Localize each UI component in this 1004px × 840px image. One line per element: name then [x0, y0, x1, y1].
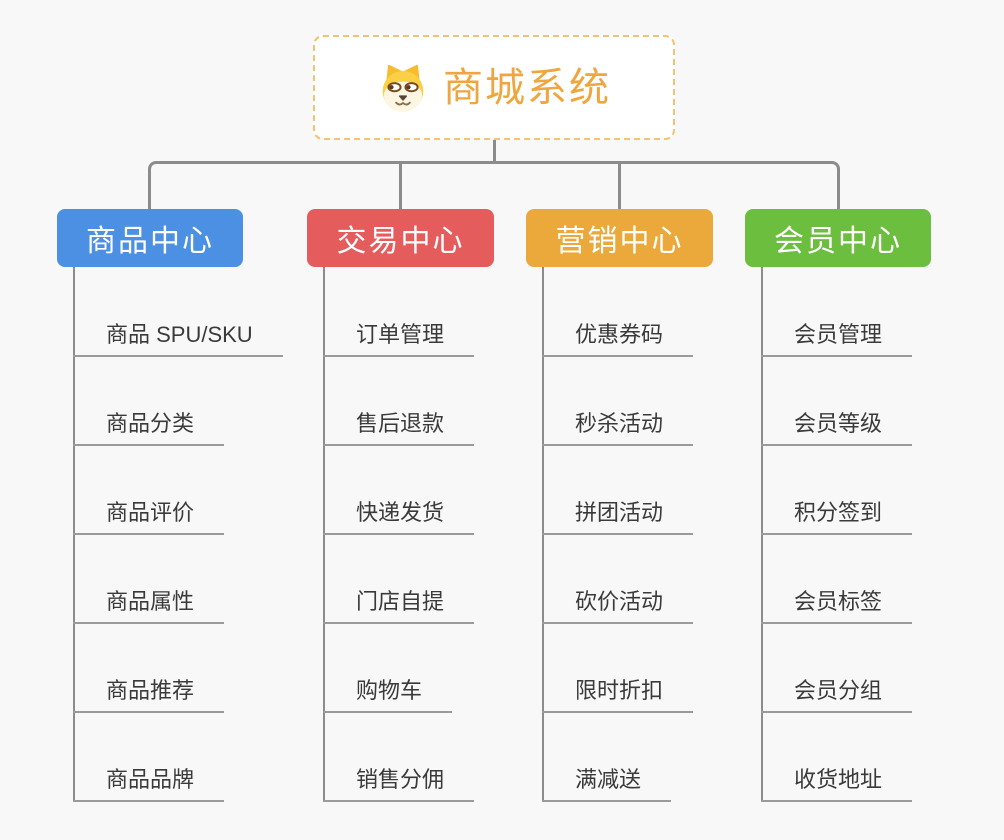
leaf-node[interactable]: 商品评价	[73, 493, 225, 535]
connector-drop-trade-center	[399, 163, 402, 209]
leaf-node[interactable]: 拼团活动	[542, 493, 694, 535]
leaf-node[interactable]: 快递发货	[323, 493, 475, 535]
leaf-node[interactable]: 订单管理	[323, 315, 475, 357]
leaf-node[interactable]: 会员标签	[761, 582, 913, 624]
leaf-node[interactable]: 收货地址	[761, 760, 913, 802]
leaf-node[interactable]: 限时折扣	[542, 671, 694, 713]
branch-product-center: 商品中心商品 SPU/SKU 商品分类商品评价商品属性商品推荐商品品牌	[57, 209, 283, 802]
leaf-node[interactable]: 秒杀活动	[542, 404, 694, 446]
connector-bus	[148, 161, 840, 209]
leaf-node[interactable]: 售后退款	[323, 404, 475, 446]
leaf-node[interactable]: 门店自提	[323, 582, 475, 624]
leaf-node[interactable]: 积分签到	[761, 493, 913, 535]
leaf-node[interactable]: 会员等级	[761, 404, 913, 446]
leaf-node[interactable]: 商品推荐	[73, 671, 225, 713]
branch-node-trade-center[interactable]: 交易中心	[307, 209, 494, 267]
leaf-node[interactable]: 商品品牌	[73, 760, 225, 802]
branch-trade-center: 交易中心订单管理售后退款快递发货门店自提购物车销售分佣	[307, 209, 494, 802]
branch-node-marketing-center[interactable]: 营销中心	[526, 209, 713, 267]
leaf-node[interactable]: 商品属性	[73, 582, 225, 624]
leaf-node[interactable]: 优惠券码	[542, 315, 694, 357]
branch-node-member-center[interactable]: 会员中心	[745, 209, 931, 267]
branch-member-center: 会员中心会员管理会员等级积分签到会员标签会员分组收货地址	[745, 209, 931, 802]
branch-node-product-center[interactable]: 商品中心	[57, 209, 243, 267]
root-node[interactable]: 商城系统	[313, 35, 675, 140]
leaf-node[interactable]: 购物车	[323, 671, 453, 713]
dog-face-icon	[382, 64, 424, 112]
connector-drop-marketing-center	[618, 163, 621, 209]
leaf-node[interactable]: 销售分佣	[323, 760, 475, 802]
leaf-node[interactable]: 砍价活动	[542, 582, 694, 624]
branch-marketing-center: 营销中心优惠券码秒杀活动拼团活动砍价活动限时折扣满减送	[526, 209, 713, 802]
leaf-node[interactable]: 满减送	[542, 760, 672, 802]
leaf-node[interactable]: 会员管理	[761, 315, 913, 357]
connector-root-stub	[493, 140, 496, 164]
leaf-node[interactable]: 会员分组	[761, 671, 913, 713]
leaf-node[interactable]: 商品 SPU/SKU	[73, 315, 283, 357]
root-title: 商城系统	[443, 65, 611, 110]
leaf-node[interactable]: 商品分类	[73, 404, 225, 446]
